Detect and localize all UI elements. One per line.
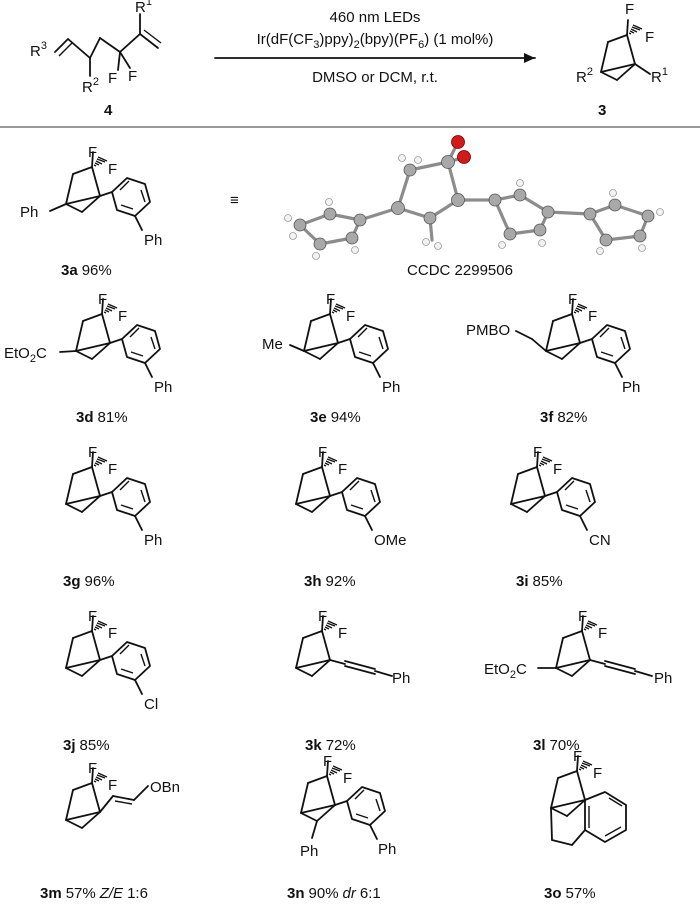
- svg-text:Cl: Cl: [144, 696, 158, 713]
- svg-text:F: F: [533, 444, 542, 461]
- svg-text:F: F: [88, 144, 97, 161]
- svg-text:Ph: Ph: [154, 379, 172, 396]
- label-f: F: [128, 68, 137, 85]
- svg-text:F: F: [553, 461, 562, 478]
- label-f: F: [645, 29, 654, 46]
- label-r1: R1: [651, 66, 668, 86]
- label-r2: R2: [576, 66, 593, 86]
- svg-text:OMe: OMe: [374, 532, 407, 549]
- svg-text:F: F: [338, 625, 347, 642]
- structure-3k: F F Ph: [295, 608, 410, 687]
- svg-text:F: F: [318, 444, 327, 461]
- svg-text:F: F: [88, 760, 97, 777]
- compound-number: 3: [598, 102, 606, 119]
- svg-text:Ph: Ph: [300, 843, 318, 860]
- svg-text:F: F: [343, 770, 352, 787]
- structure-3d: F F EtO2C Ph: [4, 291, 172, 396]
- structure-3i: F F CN: [510, 444, 611, 549]
- xray-structure: [284, 135, 664, 260]
- structure-3m: F F OBn: [65, 760, 180, 829]
- conditions-catalyst: Ir(dF(CF3)ppy)2(bpy)(PF6) (1 mol%): [257, 31, 494, 51]
- svg-text:F: F: [108, 461, 117, 478]
- compound-number: 4: [104, 102, 113, 119]
- svg-text:F: F: [118, 308, 127, 325]
- svg-text:OBn: OBn: [150, 779, 180, 796]
- svg-text:PMBO: PMBO: [466, 322, 510, 339]
- svg-text:CN: CN: [589, 532, 611, 549]
- substrate-4: R3 R2 R1 F F 4: [30, 0, 162, 119]
- svg-text:F: F: [578, 608, 587, 625]
- svg-text:F: F: [108, 161, 117, 178]
- conditions-light: 460 nm LEDs: [330, 9, 421, 26]
- svg-text:F: F: [88, 444, 97, 461]
- svg-text:F: F: [568, 291, 577, 308]
- svg-text:F: F: [98, 291, 107, 308]
- svg-text:EtO2C: EtO2C: [484, 661, 527, 681]
- svg-text:EtO2C: EtO2C: [4, 345, 47, 365]
- svg-text:F: F: [598, 625, 607, 642]
- svg-text:Ph: Ph: [622, 379, 640, 396]
- label-r2: R2: [82, 76, 99, 96]
- conditions-solvent: DMSO or DCM, r.t.: [312, 69, 438, 86]
- product-3: F F R2 R1 3: [576, 1, 668, 119]
- svg-text:F: F: [88, 608, 97, 625]
- svg-text:F: F: [326, 291, 335, 308]
- svg-text:F: F: [588, 308, 597, 325]
- svg-text:Ph: Ph: [378, 841, 396, 858]
- equivalence-symbol: ≡: [230, 192, 239, 209]
- svg-text:F: F: [573, 748, 582, 765]
- svg-text:Ph: Ph: [20, 204, 38, 221]
- label-r1: R1: [135, 0, 152, 16]
- structure-3a: F F Ph Ph: [20, 144, 162, 249]
- svg-text:Ph: Ph: [654, 670, 672, 687]
- structure-3o: F F: [550, 748, 627, 846]
- label-r3: R3: [30, 40, 47, 60]
- structure-3j: F F Cl: [65, 608, 158, 713]
- xray-caption: CCDC 2299506: [407, 262, 513, 279]
- structure-3e: F F Me Ph: [262, 291, 400, 396]
- structure-3h: F F OMe: [295, 444, 407, 549]
- structure-3l: F F EtO2C Ph: [484, 608, 672, 687]
- svg-text:Ph: Ph: [392, 670, 410, 687]
- structure-3g: F F Ph: [65, 444, 162, 549]
- label-f: F: [108, 70, 117, 87]
- svg-text:F: F: [338, 461, 347, 478]
- svg-text:F: F: [323, 753, 332, 770]
- svg-text:F: F: [108, 625, 117, 642]
- svg-text:F: F: [593, 765, 602, 782]
- svg-text:F: F: [108, 777, 117, 794]
- structure-3n: F F Ph Ph: [300, 753, 396, 860]
- svg-text:Ph: Ph: [382, 379, 400, 396]
- reaction-arrow: [214, 53, 536, 63]
- svg-text:F: F: [346, 308, 355, 325]
- structure-3f: F F PMBO Ph: [466, 291, 640, 396]
- svg-text:Ph: Ph: [144, 232, 162, 249]
- svg-text:F: F: [318, 608, 327, 625]
- svg-text:Me: Me: [262, 336, 283, 353]
- label-f: F: [625, 1, 634, 18]
- svg-text:Ph: Ph: [144, 532, 162, 549]
